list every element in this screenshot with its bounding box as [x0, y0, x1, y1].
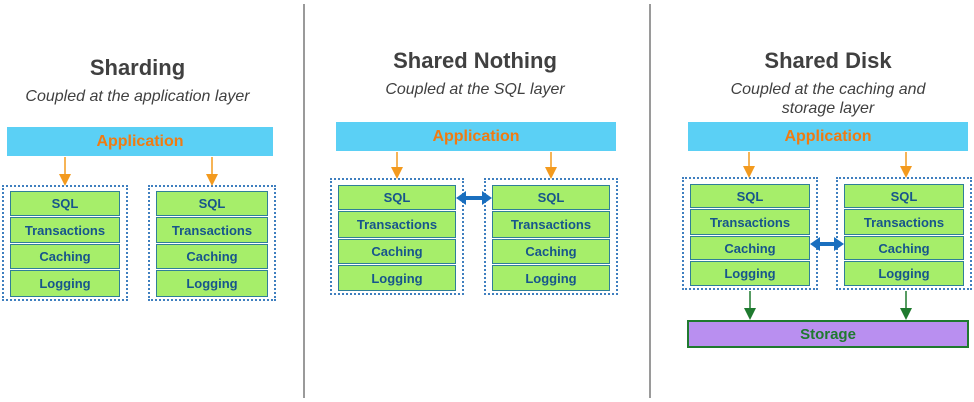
- layer-caching: Caching: [492, 239, 610, 264]
- shared-disk-subtitle-line1: Coupled at the caching and: [730, 81, 926, 98]
- layer-sql: SQL: [690, 184, 810, 208]
- sharding-node-2: SQL Transactions Caching Logging: [148, 185, 276, 301]
- shared-nothing-application: Application: [336, 122, 616, 151]
- layer-sql: SQL: [492, 185, 610, 210]
- layer-caching: Caching: [338, 239, 456, 264]
- caching-coupling-arrow: [810, 237, 844, 251]
- shared-disk-application: Application: [688, 122, 968, 151]
- layer-sql: SQL: [844, 184, 964, 208]
- layer-caching: Caching: [156, 244, 268, 269]
- layer-sql: SQL: [338, 185, 456, 210]
- layer-logging: Logging: [844, 261, 964, 286]
- sharding-subtitle: Coupled at the application layer: [25, 88, 250, 105]
- layer-caching: Caching: [844, 236, 964, 260]
- layer-transactions: Transactions: [844, 209, 964, 235]
- layer-caching: Caching: [690, 236, 810, 260]
- sql-coupling-arrow: [456, 191, 492, 205]
- layer-transactions: Transactions: [156, 217, 268, 243]
- layer-transactions: Transactions: [690, 209, 810, 235]
- layer-logging: Logging: [338, 265, 456, 291]
- divider-left: [303, 4, 305, 398]
- layer-sql: SQL: [10, 191, 120, 216]
- layer-transactions: Transactions: [338, 211, 456, 238]
- sharding-application: Application: [7, 127, 273, 156]
- shared-nothing-title: Shared Nothing: [393, 48, 557, 73]
- layer-logging: Logging: [492, 265, 610, 291]
- shared-disk-title: Shared Disk: [764, 48, 892, 73]
- layer-transactions: Transactions: [10, 217, 120, 243]
- shared-disk-storage: Storage: [687, 320, 969, 348]
- shared-disk-node-1: SQL Transactions Caching Logging: [682, 177, 818, 290]
- shared-nothing-node-1: SQL Transactions Caching Logging: [330, 178, 464, 295]
- shared-disk-node-2: SQL Transactions Caching Logging: [836, 177, 972, 290]
- sharding-node-1: SQL Transactions Caching Logging: [2, 185, 128, 301]
- divider-right: [649, 4, 651, 398]
- layer-logging: Logging: [10, 270, 120, 297]
- shared-nothing-node-2: SQL Transactions Caching Logging: [484, 178, 618, 295]
- layer-logging: Logging: [156, 270, 268, 297]
- layer-transactions: Transactions: [492, 211, 610, 238]
- sharding-title: Sharding: [89, 55, 186, 80]
- layer-caching: Caching: [10, 244, 120, 269]
- shared-nothing-subtitle: Coupled at the SQL layer: [385, 81, 565, 98]
- layer-sql: SQL: [156, 191, 268, 216]
- layer-logging: Logging: [690, 261, 810, 286]
- shared-disk-subtitle-line2: storage layer: [781, 100, 875, 117]
